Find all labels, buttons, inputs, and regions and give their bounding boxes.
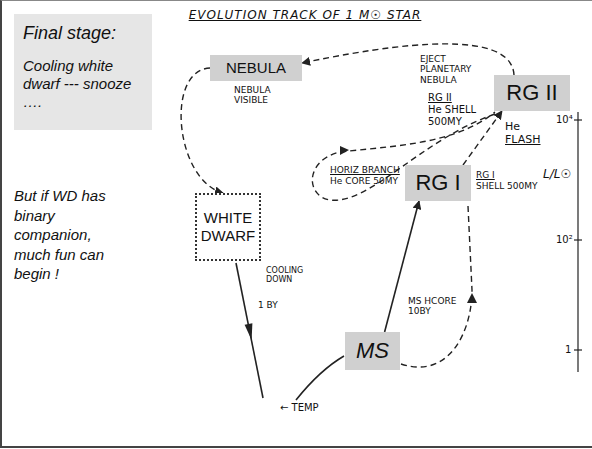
node-label: MS [356,338,389,364]
cooling-arrowhead [245,323,253,340]
note-text: But if WD has binary companion, much fun… [14,186,118,284]
phase-note: EJECT PLANETARY NEBULA [420,54,500,85]
stage-box: RG II [494,75,570,111]
phase-note: COOLING DOWN [266,266,306,284]
tick-label: 10⁴ [556,114,573,126]
axis-title: ← TEMP [280,402,319,414]
horizontal-branch-loop [312,112,495,200]
panel-text: Cooling white dwarf --- snooze …. [23,57,143,111]
node-label: WHITE DWARF [200,209,256,245]
track-connector [463,111,502,165]
node-label: RG II [506,80,557,106]
phase-name: RG I [476,170,495,180]
panel-heading: Final stage: [23,23,116,45]
phase-name: RG II [428,92,452,104]
note-panel: Final stage: Cooling white dwarf --- snoo… [14,14,152,130]
phase-note: He SHELL 500MY [428,104,480,127]
track-connector [181,68,223,193]
phase-note: He [505,121,520,134]
tick-label: 1 [565,344,571,356]
white-dwarf-box: WHITE DWARF [195,193,261,261]
tick-label: 10² [556,234,573,246]
node-label: NEBULA [226,59,286,77]
ms-track-arrowhead [467,293,477,303]
track-connector [302,44,514,75]
phase-note: He CORE 50MY [330,176,398,186]
axis-tick [574,349,582,350]
axis-title: L/L☉ [543,168,571,182]
phase-name: HORIZ BRANCH [330,165,400,175]
node-label: RG I [415,170,460,196]
stage-box: RG I [405,165,471,201]
title-text: EVOLUTION TRACK OF 1 M☉ STAR [150,9,460,23]
phase-note: SHELL 500MY [476,181,538,191]
phase-note: FLASH [505,134,541,147]
luminosity-axis [577,112,578,372]
cooling-line [236,263,263,398]
axis-tick [574,239,582,240]
phase-note: MS HCORE 10BY [408,296,464,317]
phase-note: NEBULA VISIBLE [234,85,284,106]
stage-box: MS [345,332,400,370]
stage-box: NEBULA [210,55,302,81]
phase-note: 1 BY [258,300,278,310]
axis-tick [574,119,582,120]
main-sequence-line [296,356,344,400]
branch-arrowhead [340,146,349,155]
